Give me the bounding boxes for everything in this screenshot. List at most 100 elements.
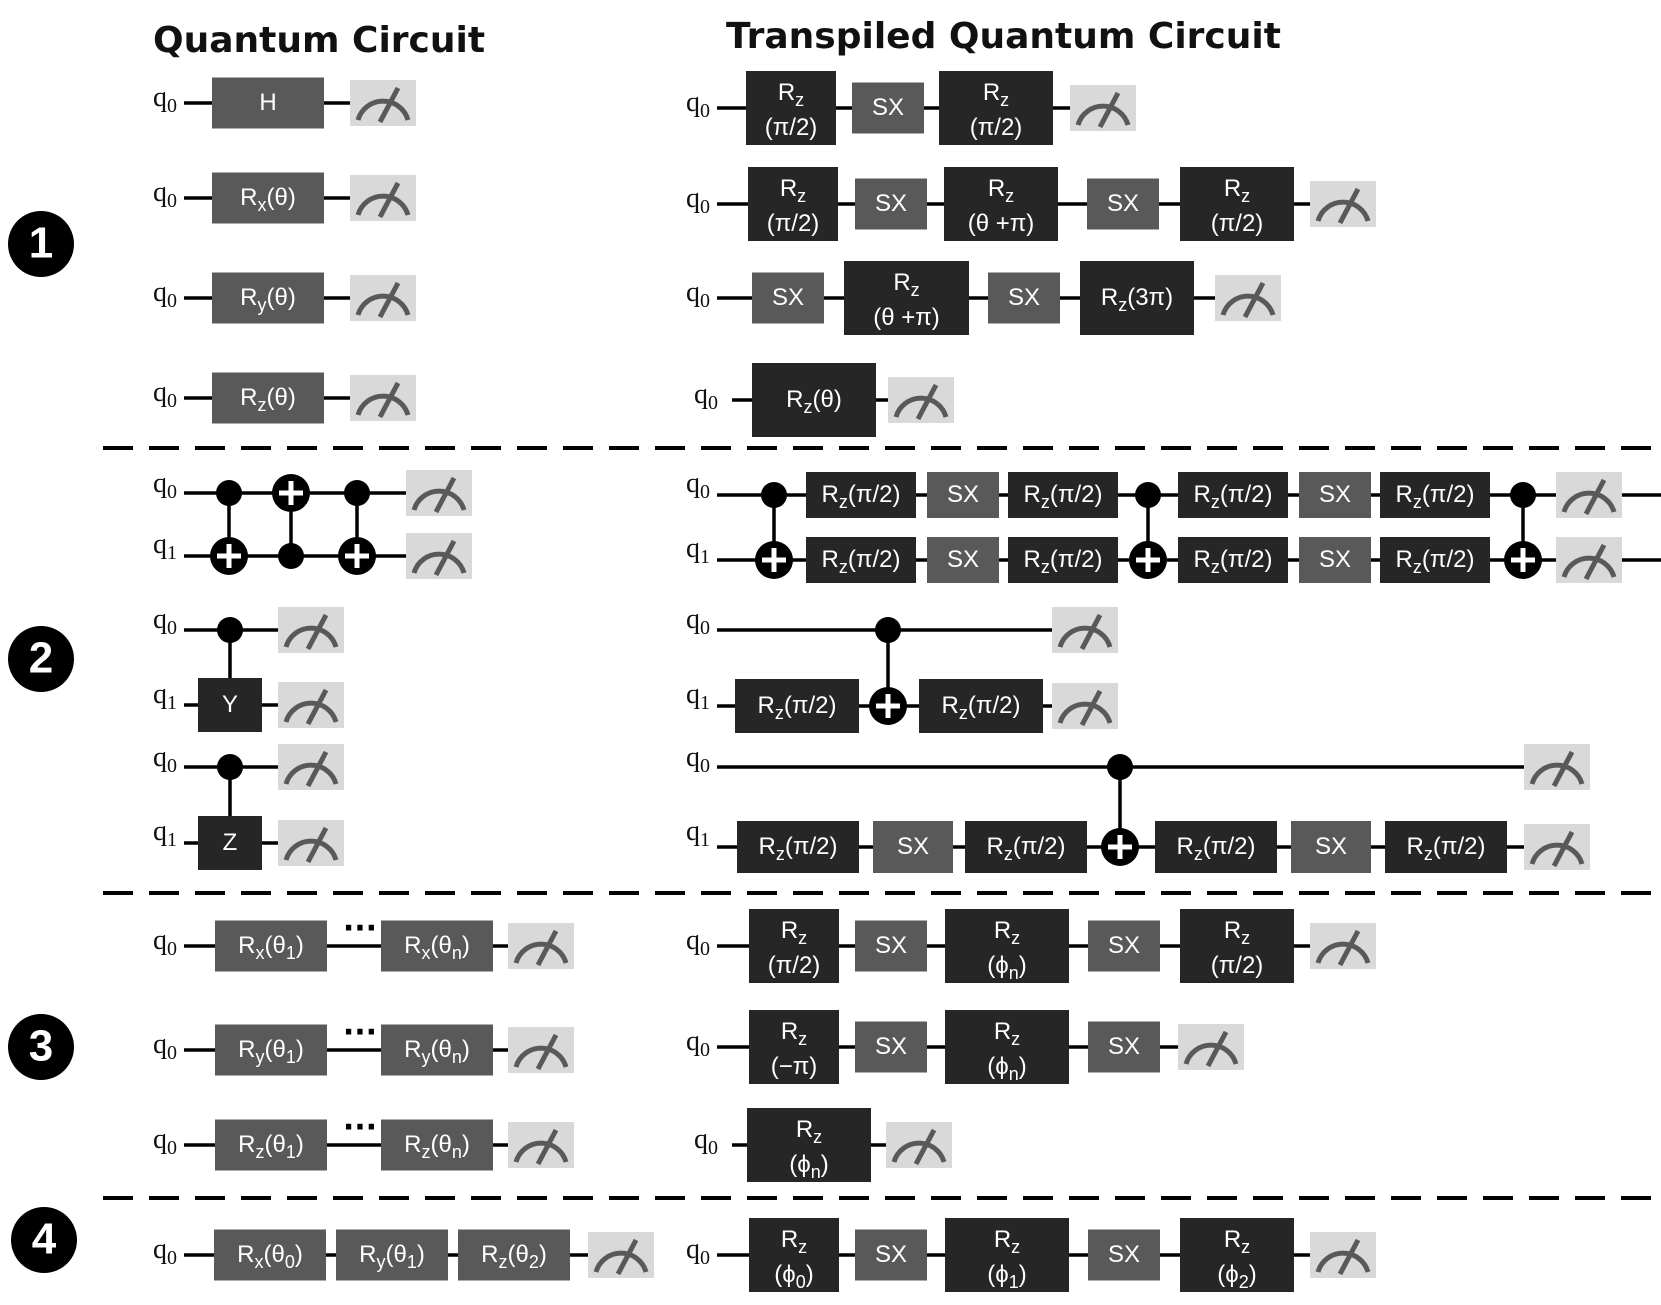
gate-box — [1178, 537, 1288, 583]
gate: Rz(θn) — [381, 1119, 493, 1171]
measurement-icon — [508, 923, 574, 969]
wire-label: q0 — [153, 1234, 177, 1268]
gate-label: SX — [947, 481, 979, 508]
gate-label: Ry(θ1) — [359, 1241, 425, 1271]
gate-box — [212, 372, 324, 424]
gate-box — [852, 82, 924, 134]
gate-label: SX — [1319, 546, 1351, 573]
gate-box — [1088, 1229, 1160, 1281]
wire-label: q0 — [694, 379, 718, 413]
gate: Ry(θ) — [212, 272, 324, 324]
section-number: 3 — [29, 1022, 53, 1071]
gate: Rx(θ) — [212, 172, 324, 224]
gate-box — [735, 679, 859, 733]
gate: Rz(π/2) — [1155, 821, 1277, 873]
gate: SX — [927, 537, 999, 583]
gate-box — [336, 1229, 448, 1281]
gate: Rz(ϕn) — [945, 1010, 1069, 1084]
gate-label: Rz(π/2) — [759, 833, 838, 863]
wire-label: q0 — [686, 742, 710, 776]
gate: SX — [873, 821, 953, 873]
gate: Rz(ϕn) — [747, 1108, 871, 1182]
gate: Rx(θ0) — [214, 1229, 326, 1281]
measurement-icon — [278, 682, 344, 728]
wire-label: q0 — [153, 277, 177, 311]
measurement-icon — [1556, 472, 1622, 518]
gate-box — [749, 1010, 839, 1084]
gate-label: Z — [223, 829, 238, 856]
gate-label: SX — [875, 932, 907, 959]
gate: SX — [927, 472, 999, 518]
gate-label: SX — [1107, 190, 1139, 217]
section-number: 4 — [32, 1215, 57, 1264]
cnot-target — [755, 541, 793, 579]
measurement-icon — [1215, 275, 1281, 321]
gate-box — [806, 537, 916, 583]
gate-label: Rx(θ) — [240, 184, 296, 214]
gate-box — [749, 1218, 839, 1292]
wire-label: q0 — [153, 82, 177, 116]
wire-label: q0 — [153, 1124, 177, 1158]
gate: H — [212, 77, 324, 129]
gate-label: Rz(θ1) — [238, 1131, 304, 1161]
gate: SX — [855, 1229, 927, 1281]
gate-label: SX — [1315, 833, 1347, 860]
section-number-badge — [8, 626, 74, 692]
gate-box — [198, 678, 262, 732]
cnot-target — [1129, 541, 1167, 579]
gate-label: Rz(ϕ0) — [774, 1226, 813, 1291]
gate-label: Rz(π/2) — [822, 546, 901, 576]
gate-label: Rz(ϕ1) — [987, 1226, 1026, 1291]
gate-box — [746, 71, 836, 145]
gate: SX — [1087, 178, 1159, 230]
gate-box — [215, 1119, 327, 1171]
gate: Rz(π/2) — [965, 821, 1087, 873]
gate-box — [749, 909, 839, 983]
gate-box — [1380, 537, 1490, 583]
gate: Rz(π/2) — [1180, 167, 1294, 241]
gate-label: Y — [222, 691, 238, 718]
gate-box — [198, 816, 262, 870]
gate-box — [1008, 472, 1118, 518]
gate-box — [1155, 821, 1277, 873]
section-number-badge — [11, 1207, 77, 1273]
measurement-icon — [350, 375, 416, 421]
gate-box — [212, 272, 324, 324]
measurement-icon — [1070, 85, 1136, 131]
gate: Rx(θ1) — [215, 920, 327, 972]
cnot-target — [338, 537, 376, 575]
measurement-icon — [1052, 607, 1118, 653]
gate: Rz(θ2) — [458, 1229, 570, 1281]
gate-label: SX — [897, 833, 929, 860]
gate-box — [855, 1229, 927, 1281]
measurement-icon — [350, 175, 416, 221]
gate-label: Rz(π/2) — [1396, 546, 1475, 576]
measurement-icon — [278, 607, 344, 653]
wire-label: q0 — [686, 1234, 710, 1268]
gate-box — [381, 1119, 493, 1171]
gate: Rz(θ +π) — [944, 167, 1058, 241]
cnot-target — [869, 687, 907, 725]
measurement-icon — [350, 275, 416, 321]
gate-box — [945, 909, 1069, 983]
gate-label: Rz(ϕ2) — [1217, 1226, 1256, 1291]
gate: Rz(θ1) — [215, 1119, 327, 1171]
gate-label: Rz(ϕn) — [987, 1018, 1026, 1083]
control-dot — [216, 480, 242, 506]
gate-label: Rz(θ +π) — [873, 269, 940, 331]
gate-label: Rz(π/2) — [1024, 481, 1103, 511]
measurement-icon — [1310, 181, 1376, 227]
gate: Rz(π/2) — [1180, 909, 1294, 983]
gate-box — [873, 821, 953, 873]
gate-label: Rz(θ) — [786, 386, 842, 416]
control-dot — [278, 543, 304, 569]
gate-label: Ry(θ1) — [238, 1036, 304, 1066]
gate-box — [215, 1024, 327, 1076]
gate: Rz(θ) — [212, 372, 324, 424]
gate-label: Rz(π/2) — [822, 481, 901, 511]
gate-label: SX — [947, 546, 979, 573]
gate-label: Rz(θn) — [404, 1131, 470, 1161]
measurement-icon — [350, 80, 416, 126]
wire-label: q0 — [686, 468, 710, 502]
wire-label: q0 — [153, 925, 177, 959]
